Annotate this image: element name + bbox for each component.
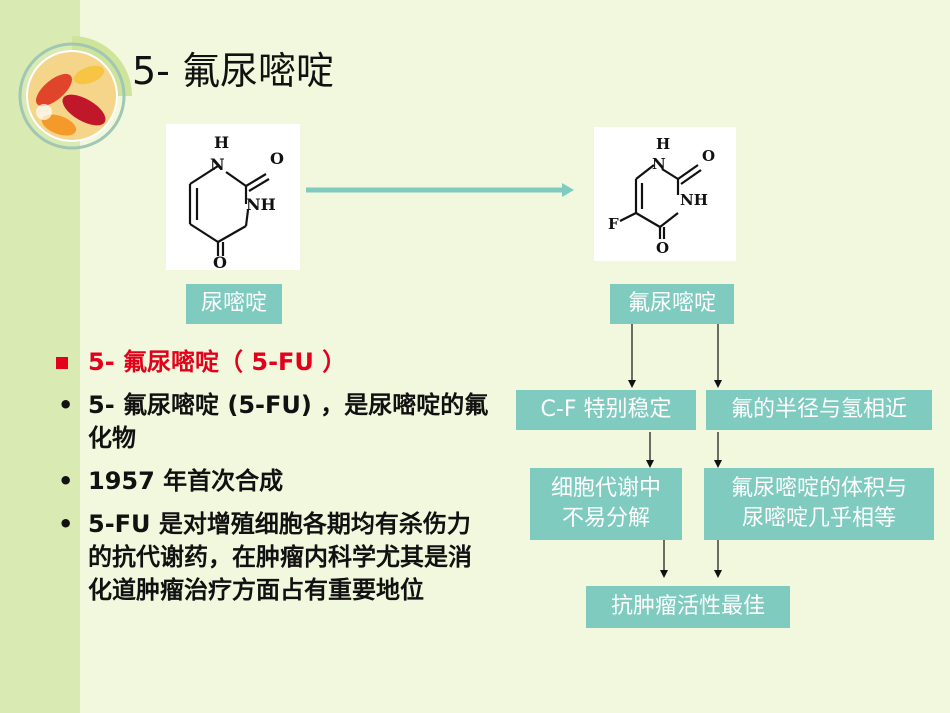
bullet-list: 5- 氟尿嘧啶（ 5-FU ） • 5- 氟尿嘧啶 (5-FU) ，是尿嘧啶的氟… — [52, 346, 492, 617]
flow-box-line: 尿嘧啶几乎相等 — [741, 506, 896, 531]
uracil-structure-panel: H N O NH O — [166, 124, 300, 272]
atom-o1: O — [270, 149, 284, 168]
bullet-item: • 5- 氟尿嘧啶 (5-FU) ，是尿嘧啶的氟化物 — [52, 389, 492, 455]
transform-arrow — [306, 183, 574, 197]
uracil-structure: H N O NH O — [188, 133, 284, 272]
pills-circle-icon — [18, 36, 132, 150]
bullet-dot-icon: • — [58, 467, 74, 495]
atom-f: F — [608, 215, 619, 233]
flow-box-line: 氟尿嘧啶的体积与 — [730, 476, 907, 501]
uracil-label: 尿嘧啶 — [186, 284, 282, 324]
atom-o2: O — [656, 239, 669, 257]
flow-box-radius-similar: 氟的半径与氢相近 — [706, 390, 932, 430]
flow-box-cf-stable: C-F 特别稳定 — [516, 390, 696, 430]
atom-h: H — [214, 133, 229, 152]
bullet-text: 5-FU 是对增殖细胞各期均有杀伤力的抗代谢药，在肿瘤内科学尤其是消化道肿瘤治疗… — [88, 510, 472, 604]
atom-nh: NH — [680, 191, 708, 209]
flow-box-best-activity: 抗肿瘤活性最佳 — [586, 586, 790, 628]
atom-n1: N — [210, 155, 225, 174]
fluorouracil-structure: H N O NH O F — [608, 135, 715, 257]
flow-box-volume-equal: 氟尿嘧啶的体积与 尿嘧啶几乎相等 — [704, 468, 934, 540]
flow-connectors — [628, 324, 722, 578]
atom-nh: NH — [246, 195, 276, 214]
bullet-heading: 5- 氟尿嘧啶（ 5-FU ） — [52, 346, 492, 379]
atom-o1: O — [702, 147, 715, 165]
flow-box-not-decomposed: 细胞代谢中 不易分解 — [530, 468, 682, 540]
atom-o2: O — [213, 253, 227, 270]
atom-h: H — [656, 135, 670, 153]
red-square-icon — [56, 357, 68, 369]
bullet-text: 1957 年首次合成 — [88, 467, 284, 495]
bullet-dot-icon: • — [58, 391, 74, 419]
bullet-text: 5- 氟尿嘧啶 (5-FU) ，是尿嘧啶的氟化物 — [88, 391, 489, 452]
bullet-item: • 1957 年首次合成 — [52, 465, 492, 498]
bullet-dot-icon: • — [58, 510, 74, 538]
fluorouracil-structure-panel: H N O NH O F — [594, 127, 736, 261]
flow-box-line: 不易分解 — [561, 506, 650, 531]
bullet-text: 5- 氟尿嘧啶（ 5-FU ） — [88, 348, 347, 376]
bullet-item: • 5-FU 是对增殖细胞各期均有杀伤力的抗代谢药，在肿瘤内科学尤其是消化道肿瘤… — [52, 508, 492, 607]
flow-box-line: 细胞代谢中 — [550, 476, 661, 501]
atom-n1: N — [652, 155, 666, 173]
fluorouracil-label: 氟尿嘧啶 — [610, 284, 734, 324]
page-title: 5- 氟尿嘧啶 — [132, 49, 334, 93]
